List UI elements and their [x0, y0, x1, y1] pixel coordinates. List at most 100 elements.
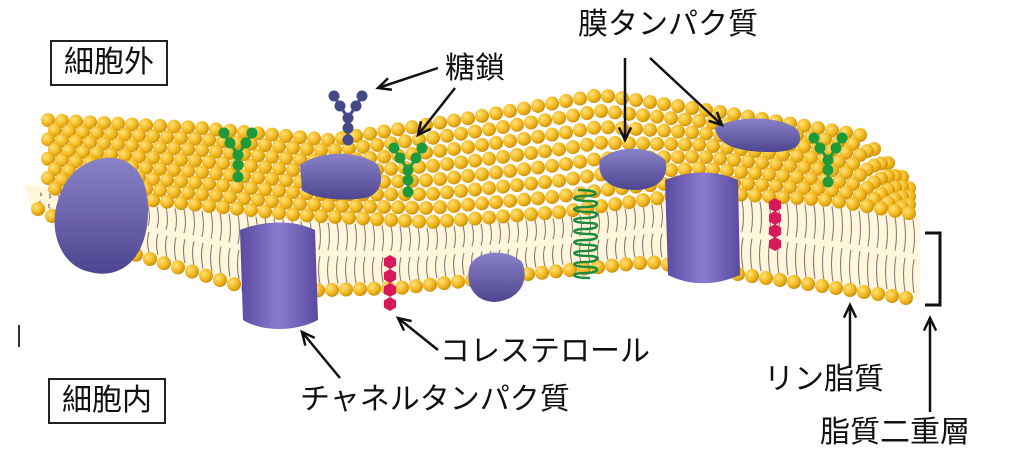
- lipid-head: [797, 181, 811, 196]
- lipid-head: [608, 197, 622, 212]
- lipid-tail: [839, 248, 843, 283]
- cholesterol-ring: [383, 283, 397, 297]
- lipid-head: [174, 152, 188, 167]
- lipid-tail: [174, 208, 178, 232]
- lipid-head: [829, 281, 843, 295]
- lipid-head: [356, 139, 370, 154]
- lipid-head: [461, 197, 475, 212]
- lipid-head: [475, 196, 489, 211]
- arrow-head: [708, 111, 725, 127]
- lipid-head: [468, 211, 482, 226]
- lipid-head: [657, 97, 671, 112]
- lipid-head: [405, 120, 419, 135]
- lipid-tail: [228, 213, 232, 243]
- lipid-head: [419, 173, 433, 188]
- lipid-head: [482, 151, 496, 166]
- lipid-head: [227, 277, 241, 292]
- lipid-head: [461, 140, 475, 155]
- lipid-head: [237, 191, 251, 206]
- lipid-head: [419, 200, 433, 215]
- lipid-tail: [911, 259, 915, 294]
- lipid-tail: [759, 201, 763, 234]
- arrow-membrane-protein-2: [649, 57, 725, 127]
- lipid-head: [153, 161, 167, 176]
- lipid-head: [230, 201, 244, 216]
- lipid-head: [503, 163, 517, 178]
- lipid-head: [629, 93, 643, 108]
- lipid-head: [146, 150, 160, 165]
- lipid-tail: [507, 221, 511, 244]
- lipid-head: [552, 142, 566, 157]
- lipid-head: [657, 123, 671, 138]
- lipid-head: [678, 112, 692, 127]
- lipid-tail: [821, 245, 825, 281]
- lipid-tail: [434, 255, 438, 279]
- lipid-head: [132, 128, 146, 143]
- lipid-head: [384, 187, 398, 202]
- lipid-tail: [614, 237, 618, 260]
- lipid-head: [447, 170, 461, 185]
- lipid-tail: [597, 212, 601, 235]
- glycan-unit: [394, 152, 406, 164]
- lipid-head: [181, 120, 195, 135]
- lipid-tail: [875, 253, 879, 288]
- lipid-head: [496, 209, 510, 224]
- glycan-unit: [822, 164, 834, 176]
- lipid-head: [636, 193, 650, 208]
- lipid-tail: [551, 244, 555, 266]
- lipid-head: [594, 135, 608, 150]
- lipid-head: [622, 195, 636, 210]
- lipid-head: [209, 166, 223, 181]
- lipid-head: [409, 279, 423, 294]
- lipid-tail: [182, 239, 186, 264]
- lipid-head: [587, 120, 601, 135]
- lipid-head: [41, 113, 55, 128]
- glycan-unit: [416, 142, 428, 154]
- lipid-head: [199, 268, 213, 283]
- lipid-head: [223, 189, 237, 204]
- lipid-head: [601, 182, 615, 197]
- lipid-head: [741, 154, 755, 169]
- lipid-head: [167, 141, 181, 156]
- intracellular-label: 細胞内: [48, 378, 166, 424]
- arrow-head: [416, 121, 432, 138]
- lipid-head: [384, 212, 398, 227]
- cholesterol-ring: [383, 297, 397, 311]
- lipid-head: [230, 179, 244, 194]
- lipid-tail: [569, 242, 573, 265]
- lipid-head: [759, 271, 773, 286]
- lipid-tail: [165, 207, 169, 230]
- glycan-unit: [356, 90, 368, 102]
- lipid-tail: [570, 216, 574, 238]
- lipid-tail: [489, 223, 493, 245]
- cholesterol-ring: [768, 224, 782, 238]
- lipid-tail: [533, 246, 537, 268]
- cholesterol-ring: [383, 269, 397, 283]
- lipid-head: [433, 143, 447, 158]
- arrow-membrane-protein-1: [617, 58, 633, 143]
- lipid-head: [286, 185, 300, 200]
- lipid-head: [776, 168, 790, 183]
- lipid-head: [132, 149, 146, 164]
- lipid-head: [293, 130, 307, 145]
- lipid-head: [160, 173, 174, 188]
- lipid-head: [755, 155, 769, 170]
- lipid-head: [706, 139, 720, 154]
- lipid-head: [496, 179, 510, 194]
- lipid-head: [664, 137, 678, 152]
- lipid-head: [437, 276, 451, 291]
- lipid-head: [769, 178, 783, 193]
- channel-protein: [240, 222, 318, 329]
- lipid-head: [818, 192, 832, 207]
- lipid-head: [713, 151, 727, 166]
- lipid-head: [433, 172, 447, 187]
- lipid-head: [846, 196, 860, 211]
- lipid-tail: [435, 227, 439, 250]
- lipid-head: [160, 194, 174, 209]
- lipid-head: [153, 140, 167, 155]
- lipid-head: [489, 165, 503, 180]
- arrow-shaft: [649, 57, 723, 126]
- lipid-head: [559, 125, 573, 140]
- lipid-tail: [39, 192, 43, 196]
